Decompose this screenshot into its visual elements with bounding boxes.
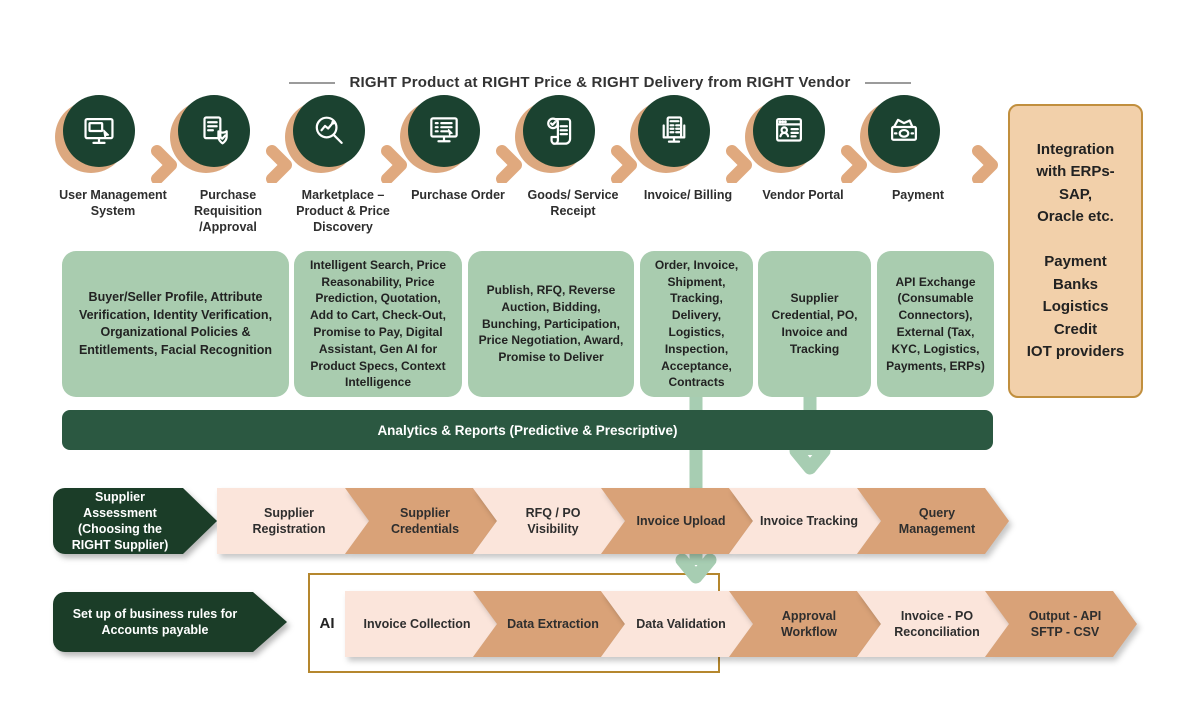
capability-box-sourcing: Publish, RFQ, Reverse Auction, Bidding, … — [468, 251, 634, 397]
step-label: Payment — [891, 188, 945, 202]
chevron-query-management: Query Management — [857, 488, 1009, 554]
step-label: User Management System — [59, 188, 167, 218]
capability-box-marketplace: Intelligent Search, Price Reasonability,… — [294, 251, 462, 397]
step-vendor-portal — [745, 95, 825, 173]
step-goods-receipt — [515, 95, 595, 173]
chevron-approval-workflow: Approval Workflow — [729, 591, 881, 657]
chevron-supplier-registration: Supplier Registration — [217, 488, 369, 554]
step-user-management — [55, 95, 135, 173]
flow-arrow-icon — [579, 145, 637, 183]
step-label: Purchase Order — [411, 188, 505, 202]
flow-arrow-icon — [349, 145, 407, 183]
cash-icon — [868, 95, 940, 167]
step-payment — [860, 95, 940, 173]
step-purchase-requisition — [170, 95, 250, 173]
requisition-shield-icon — [178, 95, 250, 167]
title-dash-right — [864, 81, 911, 84]
chevron-data-extraction: Data Extraction — [473, 591, 625, 657]
chevron-output-api: Output - API SFTP - CSV — [985, 591, 1137, 657]
diagram-title-row: RIGHT Product at RIGHT Price & RIGHT Del… — [0, 74, 1200, 91]
diagram-title: RIGHT Product at RIGHT Price & RIGHT Del… — [349, 74, 851, 91]
monitor-user-icon — [63, 95, 135, 167]
step-label: Purchase Requisition /Approval — [193, 188, 263, 234]
ai-label: AI — [319, 614, 335, 632]
search-chart-icon — [293, 95, 365, 167]
ap-rules-label: Set up of business rules for Accounts pa… — [53, 592, 287, 652]
capability-box-supplier: Supplier Credential, PO, Invoice and Tra… — [758, 251, 871, 397]
capability-box-order-tracking: Order, Invoice, Shipment, Tracking, Deli… — [640, 251, 753, 397]
receipt-check-icon — [523, 95, 595, 167]
chevron-invoice-upload: Invoice Upload — [601, 488, 753, 554]
flow-arrow-icon — [119, 145, 177, 183]
vendor-portal-icon — [753, 95, 825, 167]
step-label: Invoice/ Billing — [643, 188, 733, 202]
chevron-rfq-po-visibility: RFQ / PO Visibility — [473, 488, 625, 554]
integration-box: Integration with ERPs- SAP, Oracle etc. … — [1008, 104, 1143, 398]
chevron-invoice-tracking: Invoice Tracking — [729, 488, 881, 554]
step-label: Goods/ Service Receipt — [527, 188, 619, 218]
title-dash-left — [289, 81, 336, 84]
invoice-calculator-icon — [638, 95, 710, 167]
analytics-bar: Analytics & Reports (Predictive & Prescr… — [62, 410, 993, 450]
chevron-supplier-credentials: Supplier Credentials — [345, 488, 497, 554]
capability-box-user-management: Buyer/Seller Profile, Attribute Verifica… — [62, 251, 289, 397]
step-marketplace — [285, 95, 365, 173]
chevron-invoice-collection: Invoice Collection — [345, 591, 497, 657]
step-invoice-billing — [630, 95, 710, 173]
flow-arrow-icon — [464, 145, 522, 183]
step-label: Vendor Portal — [762, 188, 844, 202]
flow-arrow-icon — [694, 145, 752, 183]
flow-arrow-icon — [809, 145, 867, 183]
order-screen-icon — [408, 95, 480, 167]
flow-arrow-icon — [924, 145, 998, 183]
flow-arrow-icon — [234, 145, 292, 183]
chevron-invoice-po-reconciliation: Invoice - PO Reconciliation — [857, 591, 1009, 657]
capability-box-api-exchange: API Exchange (Consumable Connectors), Ex… — [877, 251, 994, 397]
step-purchase-order — [400, 95, 480, 173]
step-label: Marketplace – Product & Price Discovery — [296, 188, 390, 234]
chevron-data-validation: Data Validation — [601, 591, 753, 657]
supplier-assessment-label: Supplier Assessment (Choosing the RIGHT … — [53, 488, 217, 554]
